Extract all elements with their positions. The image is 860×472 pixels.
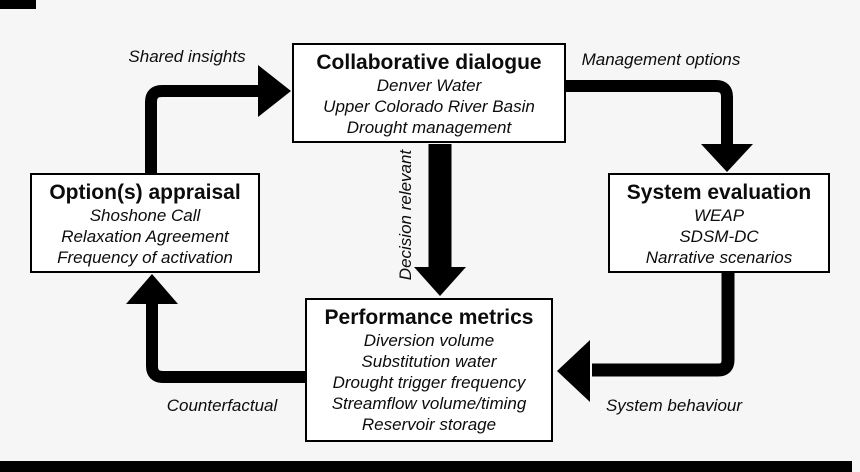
arrow-system-behaviour: [557, 273, 735, 402]
label-system-behaviour: System behaviour: [605, 396, 743, 415]
box-line: Substitution water: [361, 352, 497, 371]
box-line: SDSM-DC: [679, 227, 759, 246]
box-line: Streamflow volume/timing: [331, 394, 527, 413]
box-performance-metrics: Performance metrics Diversion volume Sub…: [305, 298, 553, 442]
artifact-bar-top-left: [0, 0, 36, 9]
box-title: System evaluation: [626, 181, 812, 204]
label-counterfactual: Counterfactual: [166, 396, 278, 415]
box-title: Collaborative dialogue: [316, 51, 542, 74]
label-shared-insights: Shared insights: [128, 47, 246, 66]
box-line: WEAP: [693, 206, 745, 225]
artifact-bar-bottom: [0, 461, 852, 472]
label-decision-relevant: Decision relevant: [396, 149, 415, 281]
arrowhead-up-icon: [126, 274, 178, 304]
box-collaborative-dialogue: Collaborative dialogue Denver Water Uppe…: [292, 43, 566, 143]
arrow-counterfactual: [126, 274, 305, 383]
box-options-appraisal: Option(s) appraisal Shoshone Call Relaxa…: [30, 173, 260, 273]
box-line: Reservoir storage: [361, 415, 497, 434]
box-line: Drought trigger frequency: [332, 373, 526, 392]
box-title: Performance metrics: [324, 306, 534, 329]
arrow-shared-insights: [145, 65, 291, 174]
box-line: Narrative scenarios: [645, 248, 793, 267]
arrow-management-options: [566, 80, 753, 172]
box-line: Upper Colorado River Basin: [323, 97, 535, 116]
box-line: Shoshone Call: [89, 206, 201, 225]
arrowhead-down-icon: [701, 144, 753, 172]
arrowhead-right-icon: [258, 65, 291, 117]
box-line: Frequency of activation: [57, 248, 233, 267]
box-line: Drought management: [346, 118, 512, 137]
arrowhead-left-icon: [557, 340, 590, 402]
box-system-evaluation: System evaluation WEAP SDSM-DC Narrative…: [608, 173, 830, 273]
arrow-decision-relevant: [414, 144, 466, 296]
label-management-options: Management options: [581, 50, 741, 69]
box-line: Diversion volume: [363, 331, 495, 350]
box-line: Relaxation Agreement: [61, 227, 229, 246]
box-line: Denver Water: [376, 76, 482, 95]
arrowhead-down-icon: [414, 267, 466, 296]
box-title: Option(s) appraisal: [49, 181, 241, 204]
